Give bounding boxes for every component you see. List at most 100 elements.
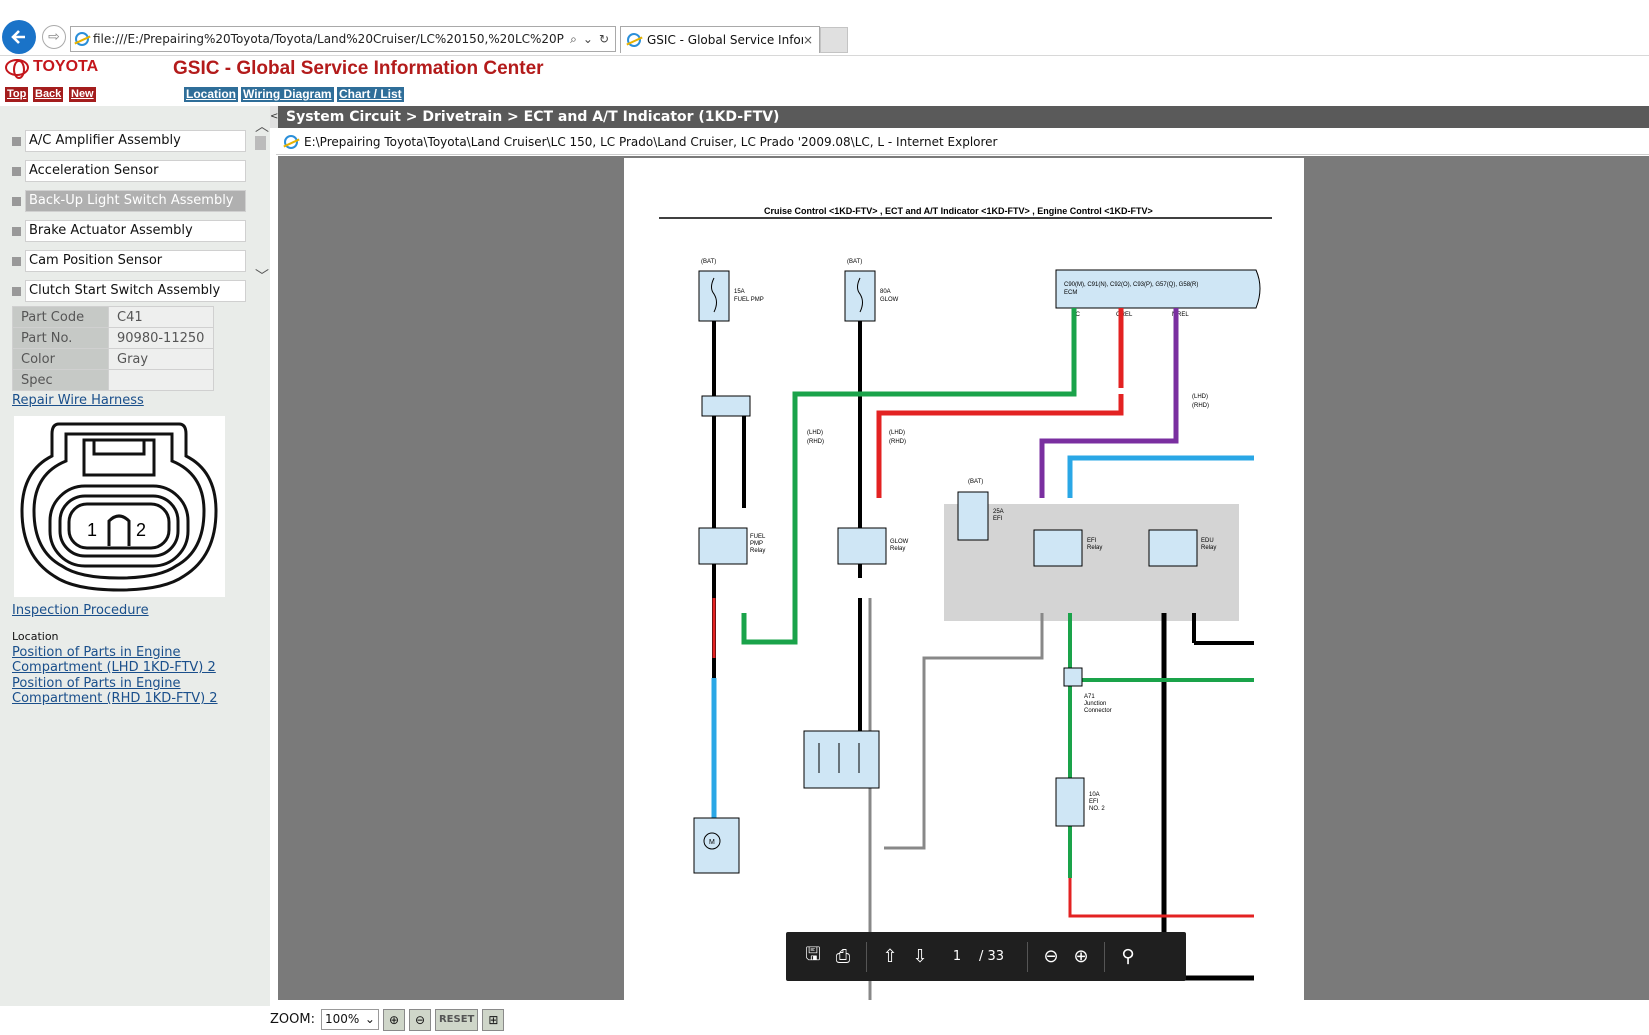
zoom-out-icon[interactable]: ⊖ (1043, 946, 1059, 967)
page-down-icon[interactable]: ⇩ (912, 946, 928, 967)
list-item-label[interactable]: A/C Amplifier Assembly (25, 130, 246, 152)
ecm-label: C90(M), C91(N), C92(O), C93(P), G57(Q), … (1064, 282, 1198, 288)
magnify-minus-icon: ⊖ (414, 1012, 425, 1027)
list-item-label[interactable]: Brake Actuator Assembly (25, 220, 246, 242)
close-icon[interactable]: × (802, 33, 813, 47)
zoom-bar: ZOOM: 100%⌄ ⊕ ⊖ RESET ⊞ (270, 1004, 1649, 1035)
list-item-label[interactable]: Acceleration Sensor (25, 160, 246, 182)
fuel-pump (693, 817, 740, 874)
bullet-icon (12, 166, 21, 176)
scrollbar-thumb[interactable] (255, 136, 266, 150)
chevron-down-icon[interactable]: ⌄ (582, 31, 593, 46)
tab-chart-list[interactable]: Chart / List (337, 87, 404, 102)
new-tab-button[interactable] (820, 27, 848, 53)
arrow-left-icon (11, 30, 25, 44)
connector-image: 1 2 (14, 416, 225, 597)
nav-top-button[interactable]: Top (5, 87, 29, 102)
zoom-out-button[interactable]: ⊖ (408, 1008, 431, 1031)
tab-title: GSIC - Global Service Infor... (647, 33, 803, 47)
relay-efi-label: EFI (1087, 538, 1097, 544)
junction-label-3: Connector (1084, 708, 1112, 714)
toyota-emblem-icon (5, 58, 29, 79)
list-item[interactable]: Cam Position Sensor (8, 246, 246, 276)
browser-tab[interactable]: GSIC - Global Service Infor... × (620, 26, 820, 53)
relay-glow-label-2: Relay (890, 546, 905, 552)
list-item-selected[interactable]: Back-Up Light Switch Assembly (8, 186, 246, 216)
list-item[interactable]: Acceleration Sensor (8, 156, 246, 186)
relay-glow-label: GLOW (890, 539, 909, 545)
part-no-label: Part No. (12, 327, 109, 349)
tab-wiring-diagram[interactable]: Wiring Diagram (241, 87, 334, 102)
relay-edu-label-2: Relay (1201, 545, 1216, 551)
bat-label-1: (BAT) (701, 259, 716, 265)
list-item-label[interactable]: Back-Up Light Switch Assembly (25, 190, 246, 212)
part-code-label: Part Code (12, 306, 109, 328)
print-icon[interactable]: ⎙ (835, 946, 851, 967)
list-item[interactable]: Clutch Start Switch Assembly (8, 276, 246, 306)
part-code-value: C41 (108, 306, 214, 328)
toolbar-divider (866, 941, 867, 972)
page-up-icon[interactable]: ⇧ (882, 946, 898, 967)
ie-icon (284, 135, 298, 149)
relay-fuel-label-3: Relay (750, 548, 765, 554)
zoom-label: ZOOM: (270, 1012, 315, 1027)
fit-button[interactable]: ⊞ (482, 1008, 505, 1031)
position-rhd-link-line1[interactable]: Position of Parts in Engine (12, 676, 181, 691)
acrobat-icon[interactable]: ⚲ (1121, 946, 1135, 967)
glow-plug-assembly (803, 730, 880, 789)
relay-fuel-label-2: PMP (750, 541, 763, 547)
zoom-in-button[interactable]: ⊕ (382, 1008, 405, 1031)
popup-title: E:\Prepairing Toyota\Toyota\Land Cruiser… (304, 135, 998, 149)
junction-a71-2 (1063, 667, 1083, 687)
arrow-right-icon: ⇨ (48, 29, 60, 45)
browser-forward-button[interactable]: ⇨ (42, 25, 66, 49)
address-url[interactable]: file:///E:/Prepairing%20Toyota/Toyota/La… (93, 32, 565, 46)
browser-back-button[interactable] (2, 20, 36, 54)
color-label: Color (12, 348, 109, 370)
inspection-procedure-link[interactable]: Inspection Procedure (12, 603, 149, 618)
bat-label-2: (BAT) (847, 259, 862, 265)
connector-pin-1: 1 (87, 520, 97, 540)
position-lhd-link-line2[interactable]: Compartment (LHD 1KD-FTV) 2 (12, 660, 216, 675)
fuse-glow (844, 270, 876, 322)
spec-value (108, 369, 214, 391)
left-panel: A/C Amplifier Assembly Acceleration Sens… (0, 106, 270, 1006)
ie-icon (627, 33, 641, 47)
ecm-mrel: MREL (1172, 312, 1189, 318)
fuse-efi-label: 25A (993, 509, 1004, 515)
pdf-toolbar: 🖫 ⎙ ⇧ ⇩ 1 / 33 ⊖ ⊕ ⚲ (786, 932, 1186, 981)
refresh-icon[interactable]: ↻ (598, 31, 609, 46)
scroll-up-icon[interactable]: ︿ (255, 119, 269, 135)
fuse-efi2-label-2: EFI (1089, 799, 1099, 805)
repair-wire-harness-link[interactable]: Repair Wire Harness (12, 393, 144, 408)
collapse-panel-button[interactable]: < (270, 106, 278, 128)
save-icon[interactable]: 🖫 (805, 943, 821, 965)
nav-back-button[interactable]: Back (33, 87, 64, 102)
zoom-in-icon[interactable]: ⊕ (1073, 946, 1089, 967)
position-lhd-link-line1[interactable]: Position of Parts in Engine (12, 645, 181, 660)
fit-page-icon: ⊞ (488, 1012, 499, 1027)
spec-label: Spec (12, 369, 109, 391)
lhd-label-2: (LHD) (889, 430, 905, 436)
connector-pin-2: 2 (136, 520, 146, 540)
toolbar-divider (1104, 941, 1105, 972)
reset-button[interactable]: RESET (434, 1008, 479, 1031)
bullet-icon (12, 286, 21, 296)
scroll-down-icon[interactable]: ﹀ (255, 269, 269, 285)
list-item[interactable]: Brake Actuator Assembly (8, 216, 246, 246)
relay-efi-label-2: Relay (1087, 545, 1102, 551)
toyota-logo: TOYOTA (5, 58, 98, 79)
toolbar-divider (1027, 941, 1028, 972)
page-number-input[interactable]: 1 (952, 949, 962, 964)
tab-location[interactable]: Location (184, 87, 238, 102)
list-item-label[interactable]: Clutch Start Switch Assembly (25, 280, 246, 302)
list-item-label[interactable]: Cam Position Sensor (25, 250, 246, 272)
list-item[interactable]: A/C Amplifier Assembly (8, 126, 246, 156)
search-icon[interactable]: ⌕ (570, 31, 577, 46)
address-bar[interactable]: file:///E:/Prepairing%20Toyota/Toyota/La… (70, 26, 616, 52)
zoom-select[interactable]: 100%⌄ (320, 1009, 379, 1030)
relay-efi (1033, 529, 1083, 567)
nav-new-button[interactable]: New (69, 87, 96, 102)
position-rhd-link-line2[interactable]: Compartment (RHD 1KD-FTV) 2 (12, 691, 218, 706)
